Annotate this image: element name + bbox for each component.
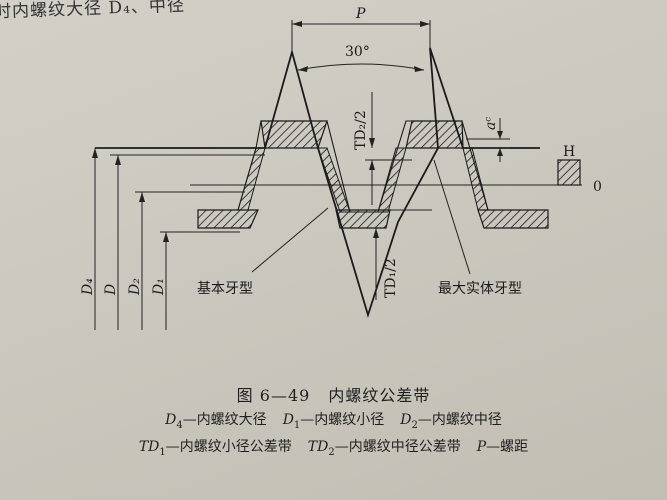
max-material-profile-label: 最大实体牙型: [438, 281, 522, 297]
legend-symbol: TD: [138, 439, 160, 455]
major-diameter-zone-right: [405, 120, 464, 149]
pitch-zone-right-flank: [462, 147, 489, 211]
figure-caption: 图 6—49 内螺纹公差带: [0, 382, 667, 406]
legend-symbol: D: [165, 412, 177, 428]
legend-text: —内螺纹大径: [182, 412, 267, 428]
figure-title: 内螺纹公差带: [328, 386, 431, 405]
d1-label: D₁: [151, 278, 167, 296]
legend-item: TD2—内螺纹中径公差带: [307, 439, 461, 458]
d4-label: D₄: [80, 278, 96, 296]
zero-label: 0: [593, 179, 602, 195]
legend-subscript: 2: [411, 419, 418, 431]
minor-diameter-zone-left: [197, 209, 259, 229]
ac-label: aᶜ: [483, 117, 499, 130]
legend-subscript: 1: [159, 446, 166, 458]
legend-text: —内螺纹中径: [417, 412, 502, 428]
td2-half-label: TD₂/2: [353, 110, 369, 150]
legend-item: D4—内螺纹大径: [165, 412, 267, 431]
h-symbol-box: [557, 159, 581, 186]
basic-profile-label: 基本牙型: [197, 280, 253, 297]
minor-diameter-zone-right: [477, 209, 549, 229]
legend-item: TD1—内螺纹小径公差带: [138, 439, 292, 458]
pitch-label: P: [355, 6, 366, 22]
legend-item: D2—内螺纹中径: [400, 412, 502, 431]
pitch-zone-left-flank: [237, 147, 266, 211]
legend-item: P—螺距: [477, 439, 528, 455]
legend-symbol: D: [400, 412, 412, 428]
d2-label: D₂: [127, 278, 143, 296]
max-material-leader: [433, 159, 471, 275]
basic-thread-profile: [95, 47, 540, 319]
legend-subscript: 1: [293, 419, 301, 431]
legend-text: —螺距: [486, 439, 529, 455]
td1-half-label: TD₁/2: [383, 258, 399, 298]
legend-symbol: TD: [307, 439, 329, 455]
major-diameter-zone-left: [260, 120, 328, 149]
minor-diameter-zone-center: [335, 209, 391, 229]
d-label: D: [103, 284, 119, 296]
legend-symbol: D: [282, 412, 294, 428]
legend-text: —内螺纹小径公差带: [165, 439, 292, 455]
legend-symbol: P: [476, 439, 487, 455]
angle-arc: [297, 63, 425, 71]
legend-text: —内螺纹小径: [300, 412, 385, 428]
legend-item: D1—内螺纹小径: [282, 412, 385, 431]
h-label: H: [563, 144, 575, 160]
legend-text: —内螺纹中径公差带: [334, 439, 461, 455]
angle-label: 30°: [345, 44, 370, 60]
max-material-profile: [198, 120, 548, 213]
basic-profile-leader: [251, 207, 329, 273]
legend-subscript: 4: [176, 419, 183, 431]
figure-number: 图 6—49: [236, 386, 311, 405]
internal-thread-tolerance-diagram: P 30° TD₂/2 TD₁/2 aᶜ H 0: [80, 6, 602, 330]
legend-subscript: 2: [328, 446, 335, 458]
pitch-zone-mid-right-flank: [377, 147, 407, 213]
